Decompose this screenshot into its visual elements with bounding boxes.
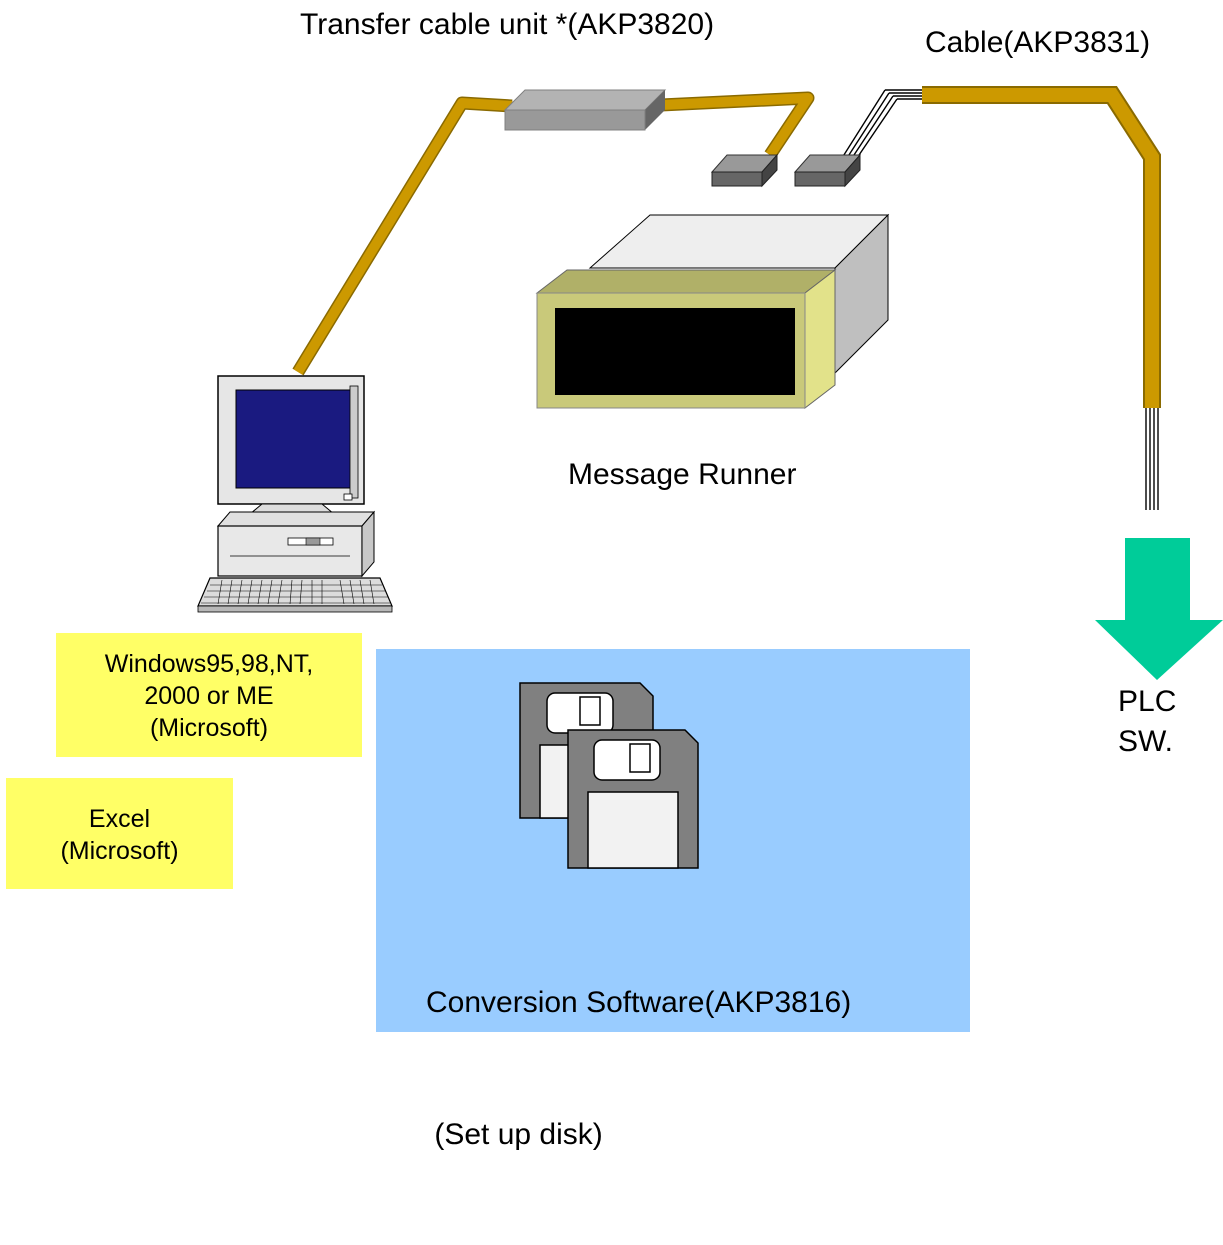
transfer-cable-label: Transfer cable unit *(AKP3820) <box>300 8 715 41</box>
os-box <box>56 633 362 757</box>
floppy-disk-icon <box>567 729 699 869</box>
cable-label: Cable(AKP3831) <box>925 26 1151 59</box>
transfer-unit <box>503 89 667 131</box>
software-line-1: Conversion Software(AKP3816) <box>426 986 852 1019</box>
diagram-canvas <box>197 86 1223 1032</box>
message-runner-label: Message Runner <box>568 458 797 491</box>
plc-cable <box>841 86 1161 510</box>
software-line-2: (Set up disk) <box>426 1118 603 1151</box>
display-screen <box>555 308 795 395</box>
excel-line-1: Excel <box>88 805 151 833</box>
connector-right <box>793 153 862 188</box>
os-label: Windows95,98,NT, 2000 or ME (Microsoft) <box>56 648 362 744</box>
software-label: Conversion Software(AKP3816) (Set up dis… <box>426 893 851 1245</box>
excel-label: Excel (Microsoft) <box>6 803 233 867</box>
plc-label: PLC SW. <box>1118 682 1176 762</box>
os-line-3: (Microsoft) <box>149 714 269 742</box>
sw-line: SW. <box>1118 725 1174 758</box>
computer-icon <box>197 375 393 613</box>
excel-line-2: (Microsoft) <box>60 837 179 865</box>
os-line-2: 2000 or ME <box>144 682 274 710</box>
message-runner-unit <box>535 213 890 410</box>
down-arrow-icon <box>1095 538 1223 680</box>
transfer-cable <box>292 91 815 376</box>
system-diagram: Transfer cable unit *(AKP3820) Cable(AKP… <box>6 8 1223 1151</box>
connector-left <box>710 153 779 188</box>
os-line-1: Windows95,98,NT, <box>104 650 314 678</box>
excel-box <box>6 778 233 889</box>
plc-line: PLC <box>1118 685 1177 718</box>
